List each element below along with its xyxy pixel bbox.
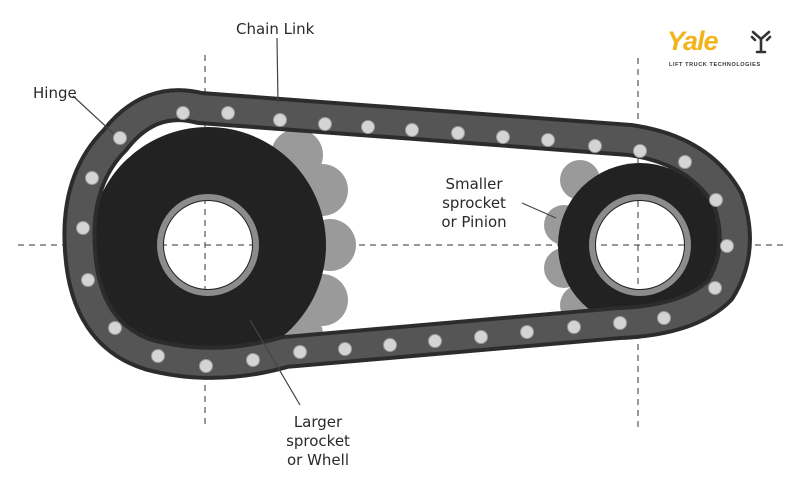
hinge-label: Hinge: [33, 84, 77, 102]
large-sprocket-hub-ring: [157, 194, 259, 296]
small-sprocket-hub-ring: [589, 194, 691, 296]
small-sprocket-body: [558, 163, 722, 327]
roller-chain: [62, 88, 752, 380]
yale-logo: Yale LIFT TRUCK TECHNOLOGIES: [667, 26, 782, 74]
small-sprocket: [544, 160, 722, 327]
hinge-leader: [72, 95, 115, 135]
larger-sprocket-label-line3: or Whell: [287, 451, 349, 469]
larger-sprocket-label-line1: Larger: [294, 413, 343, 431]
leader-lines: [72, 37, 557, 406]
chain-link-label: Chain Link: [236, 20, 315, 38]
large-sprocket-body: [90, 127, 326, 363]
larger-sprocket-leader: [249, 319, 301, 406]
smaller-sprocket-label-line1: Smaller: [445, 175, 503, 193]
smaller-sprocket-leader: [521, 202, 557, 219]
yale-mark-icon: [750, 30, 772, 54]
chain-rollers: [76, 106, 734, 373]
brand-tagline: LIFT TRUCK TECHNOLOGIES: [669, 62, 761, 68]
smaller-sprocket-label-line2: sprocket: [442, 194, 506, 212]
large-sprocket: [90, 127, 356, 363]
smaller-sprocket-label-line3: or Pinion: [441, 213, 506, 231]
yale-wordmark: Yale: [667, 26, 719, 56]
chain-link-leader: [276, 37, 279, 105]
larger-sprocket-label-line2: sprocket: [286, 432, 350, 450]
